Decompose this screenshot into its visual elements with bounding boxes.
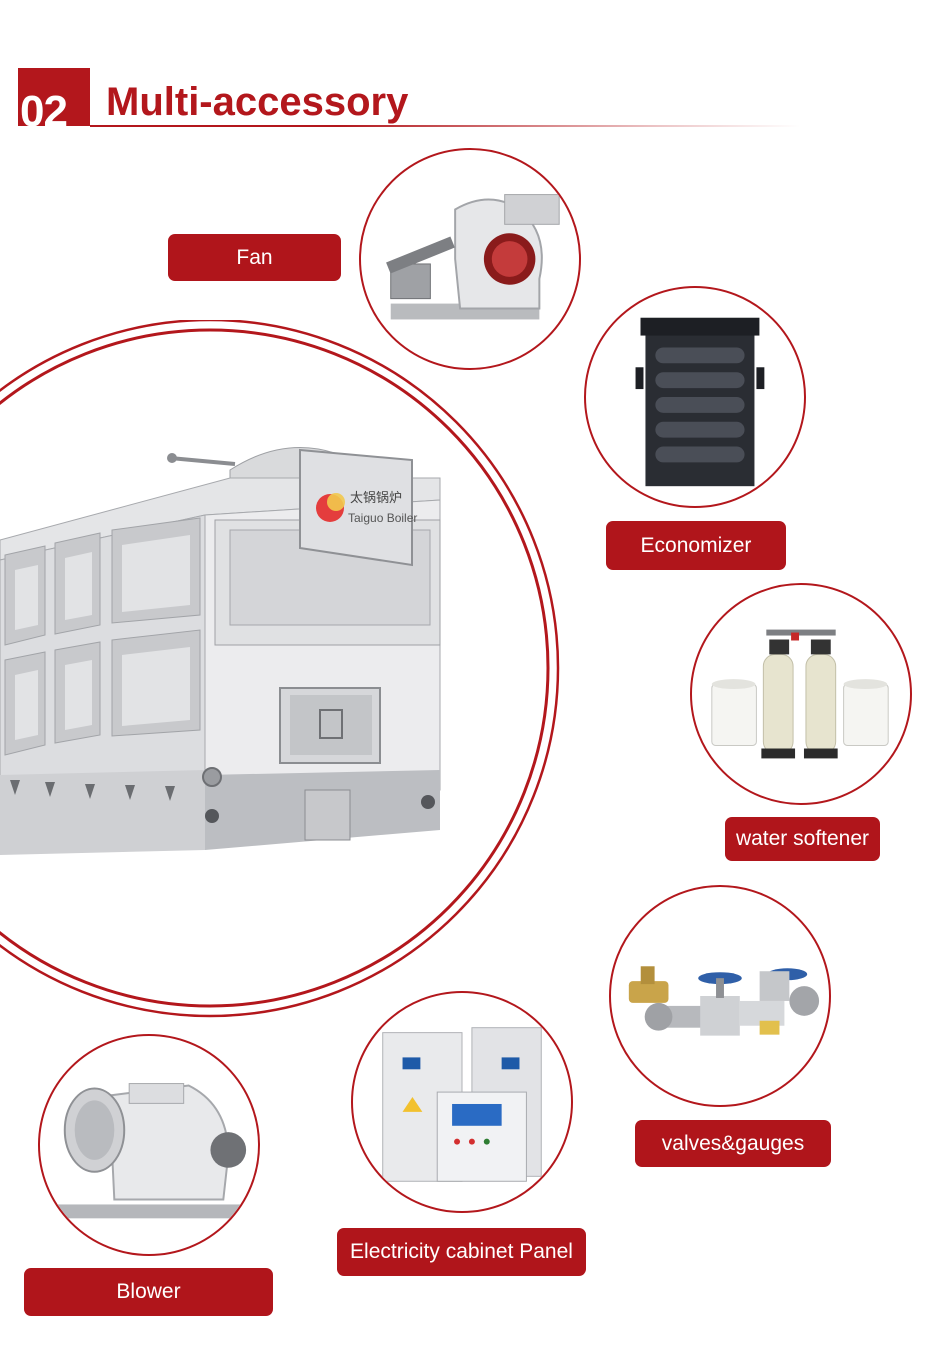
fan-image [359,148,581,370]
title-underline [90,125,800,127]
water-softener-label: water softener [725,817,880,861]
boiler-ring [0,320,560,1018]
boiler-brand-cn: 太锅锅炉 [350,490,402,506]
blower-image [38,1034,260,1256]
electricity-cabinet-label: Electricity cabinet Panel [337,1228,586,1276]
section-title: Multi-accessory [106,80,409,124]
valves-gauges-image [609,885,831,1107]
valves-gauges-label: valves&gauges [635,1120,831,1167]
section-number: 02 [20,87,68,127]
economizer-label: Economizer [606,521,786,570]
boiler-brand-en: Taiguo Boiler [348,511,417,525]
boiler-image: 太锅锅炉 Taiguo Boiler [0,447,441,855]
section-number-badge: 02 [18,68,90,126]
water-softener-image [690,583,912,805]
blower-label: Blower [24,1268,273,1316]
fan-label: Fan [168,234,341,281]
electricity-cabinet-image [351,991,573,1213]
economizer-image [584,286,806,508]
